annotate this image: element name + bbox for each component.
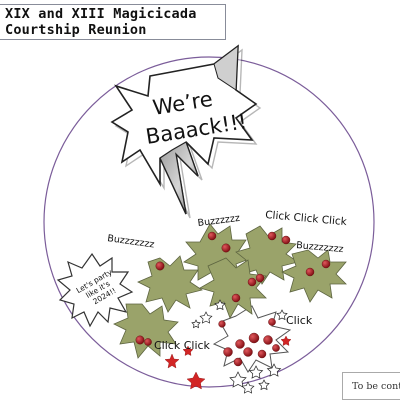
cicada-3 xyxy=(137,255,203,313)
buzz-right-text: Buzzzzzzz xyxy=(296,240,344,255)
title-box: XIX and XIII Magicicada Courtship Reunio… xyxy=(0,4,226,40)
footer-note: To be continued xyxy=(342,372,400,400)
cicada-group xyxy=(113,223,347,359)
title-line-2: Courtship Reunion xyxy=(5,22,147,38)
cicada-6 xyxy=(113,303,179,359)
stage-circle xyxy=(43,56,375,388)
click-right-text: Click xyxy=(286,314,313,327)
party-badge: Let's party like it's 2024!! xyxy=(56,252,134,328)
click-top-text: Click Click Click xyxy=(265,209,348,228)
title-line-1: XIX and XIII Magicicada xyxy=(5,6,197,22)
buzz-top-text: Buzzzzzz xyxy=(197,213,240,229)
click-left-text: Click Click xyxy=(154,339,211,352)
buzz-left-text: Buzzzzzzz xyxy=(107,233,156,250)
stars-outline xyxy=(191,299,288,394)
speech-bubble: We’re Baaack!!! xyxy=(110,44,262,219)
cicada-eyes xyxy=(135,231,331,367)
stars-red xyxy=(164,335,292,390)
